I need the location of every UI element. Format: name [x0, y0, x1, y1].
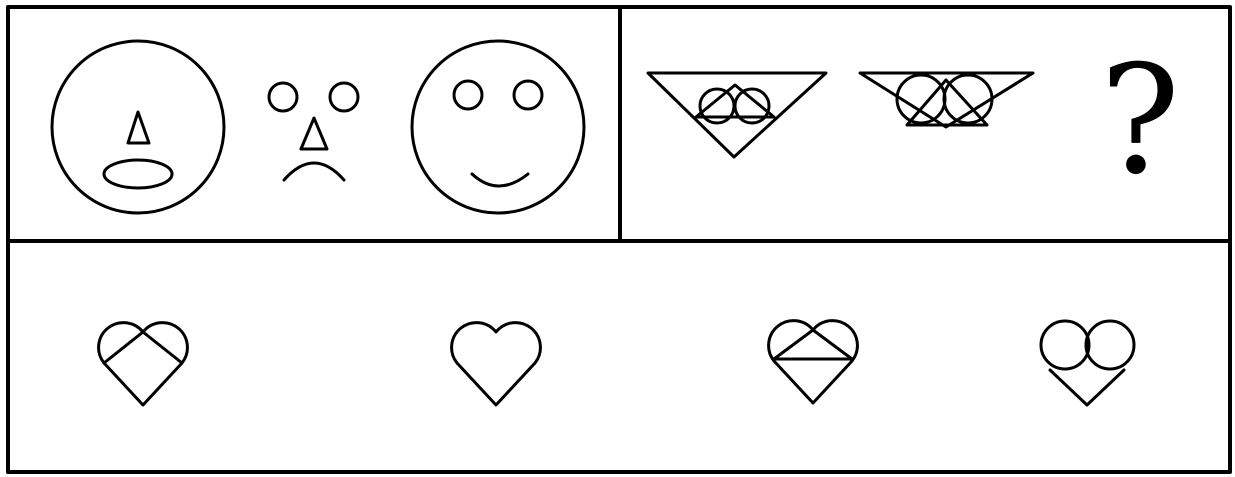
left-circle [1041, 321, 1089, 369]
heart-outline [99, 323, 188, 405]
inner-triangle [774, 330, 852, 359]
top-left-panel [52, 41, 584, 213]
puzzle-frame [8, 7, 1230, 472]
answer-options [99, 321, 1134, 405]
question-mark: ? [1100, 34, 1180, 208]
top-right-panel: ? [648, 34, 1180, 208]
answer-option-4[interactable] [1041, 321, 1134, 405]
answer-option-1[interactable] [99, 323, 188, 405]
triangle-figure-1 [648, 73, 826, 157]
face-figure-1 [52, 41, 224, 213]
heart-tail [1050, 370, 1124, 405]
face-figure-2 [269, 83, 358, 180]
right-circle [1086, 321, 1134, 369]
answer-option-3[interactable] [769, 321, 858, 403]
answer-option-2[interactable] [452, 323, 541, 405]
heart-outline [452, 323, 541, 405]
face-figure-3 [412, 41, 584, 213]
heart-outline [769, 321, 858, 403]
triangle-figure-2 [860, 73, 1033, 127]
inner-triangle [104, 332, 182, 363]
